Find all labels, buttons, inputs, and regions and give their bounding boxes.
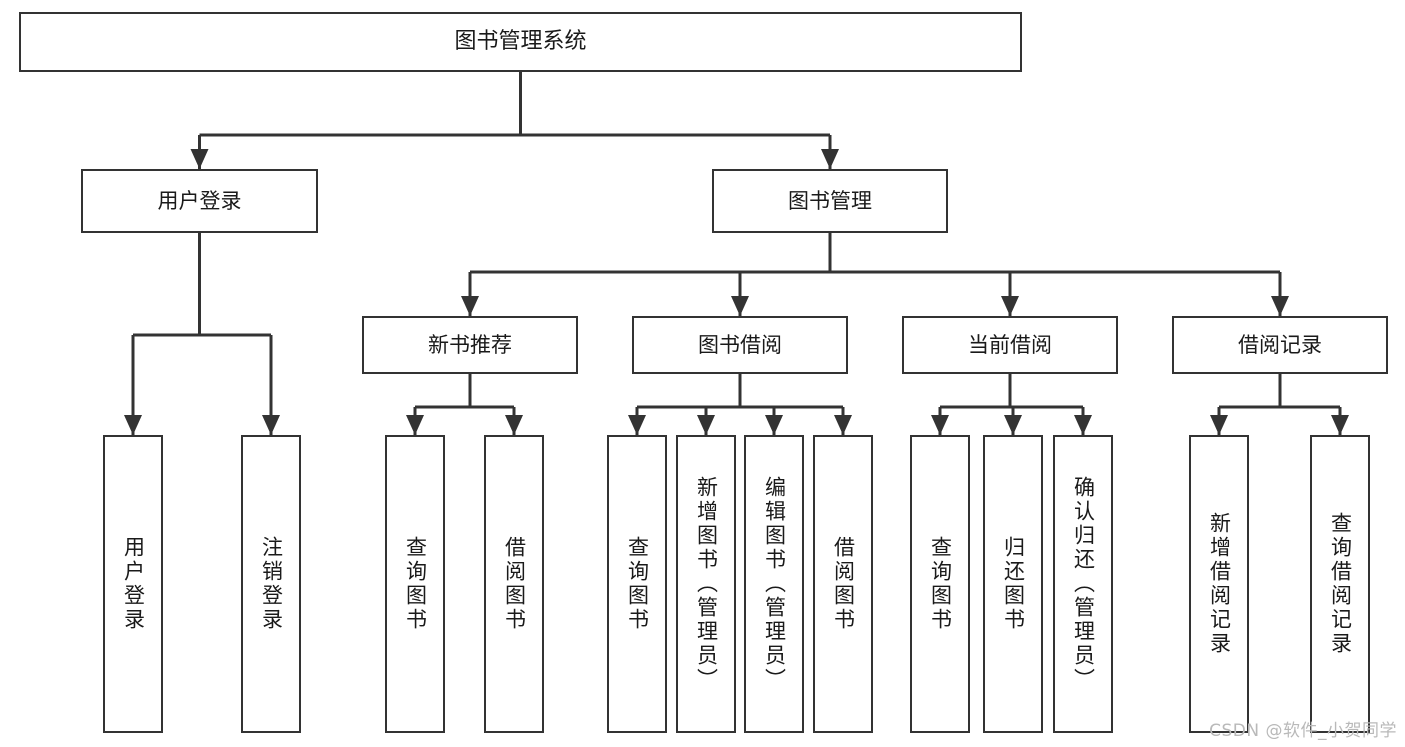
node-label: 借阅图书	[502, 536, 527, 632]
watermark-text: CSDN @软件_小贺同学	[1209, 721, 1397, 741]
node-label: 用户登录	[121, 536, 146, 632]
leaf-user-login[interactable]: 用户登录	[103, 435, 163, 733]
node-book-borrowing[interactable]: 图书借阅	[632, 316, 848, 374]
node-book-management[interactable]: 图书管理	[712, 169, 948, 233]
leaf-add-borrowing-record[interactable]: 新增借阅记录	[1189, 435, 1249, 733]
node-label: 新增借阅记录	[1207, 512, 1232, 656]
node-label: 图书管理	[788, 188, 872, 213]
node-label: 用户登录	[157, 188, 242, 213]
node-new-book-recommendation[interactable]: 新书推荐	[362, 316, 578, 374]
node-label: 确认归还（管理员）	[1071, 476, 1096, 692]
leaf-edit-book-admin[interactable]: 编辑图书（管理员）	[744, 435, 804, 733]
leaf-confirm-return-admin[interactable]: 确认归还（管理员）	[1053, 435, 1113, 733]
node-label: 查询图书	[625, 536, 650, 632]
node-current-borrowing[interactable]: 当前借阅	[902, 316, 1118, 374]
leaf-return-book[interactable]: 归还图书	[983, 435, 1043, 733]
node-root-system[interactable]: 图书管理系统	[19, 12, 1022, 72]
leaf-query-book-borrowing[interactable]: 查询图书	[607, 435, 667, 733]
node-label: 注销登录	[259, 536, 284, 632]
node-label: 编辑图书（管理员）	[762, 476, 787, 692]
node-label: 归还图书	[1001, 536, 1026, 632]
node-label: 查询图书	[403, 536, 428, 632]
node-label: 借阅图书	[831, 536, 856, 632]
leaf-query-borrowing-record[interactable]: 查询借阅记录	[1310, 435, 1370, 733]
node-label: 新增图书（管理员）	[694, 476, 719, 692]
leaf-user-logout[interactable]: 注销登录	[241, 435, 301, 733]
node-label: 图书借阅	[698, 332, 782, 357]
node-label: 新书推荐	[428, 332, 512, 357]
node-label: 查询图书	[928, 536, 953, 632]
node-label: 当前借阅	[968, 332, 1052, 357]
leaf-query-book-current[interactable]: 查询图书	[910, 435, 970, 733]
node-label: 查询借阅记录	[1328, 512, 1353, 656]
node-label: 借阅记录	[1238, 332, 1322, 357]
node-user-login[interactable]: 用户登录	[81, 169, 318, 233]
node-label: 图书管理系统	[454, 29, 587, 55]
leaf-borrow-book-recommendation[interactable]: 借阅图书	[484, 435, 544, 733]
leaf-borrow-book-borrowing[interactable]: 借阅图书	[813, 435, 873, 733]
leaf-query-book-recommendation[interactable]: 查询图书	[385, 435, 445, 733]
leaf-add-book-admin[interactable]: 新增图书（管理员）	[676, 435, 736, 733]
node-borrowing-record[interactable]: 借阅记录	[1172, 316, 1388, 374]
